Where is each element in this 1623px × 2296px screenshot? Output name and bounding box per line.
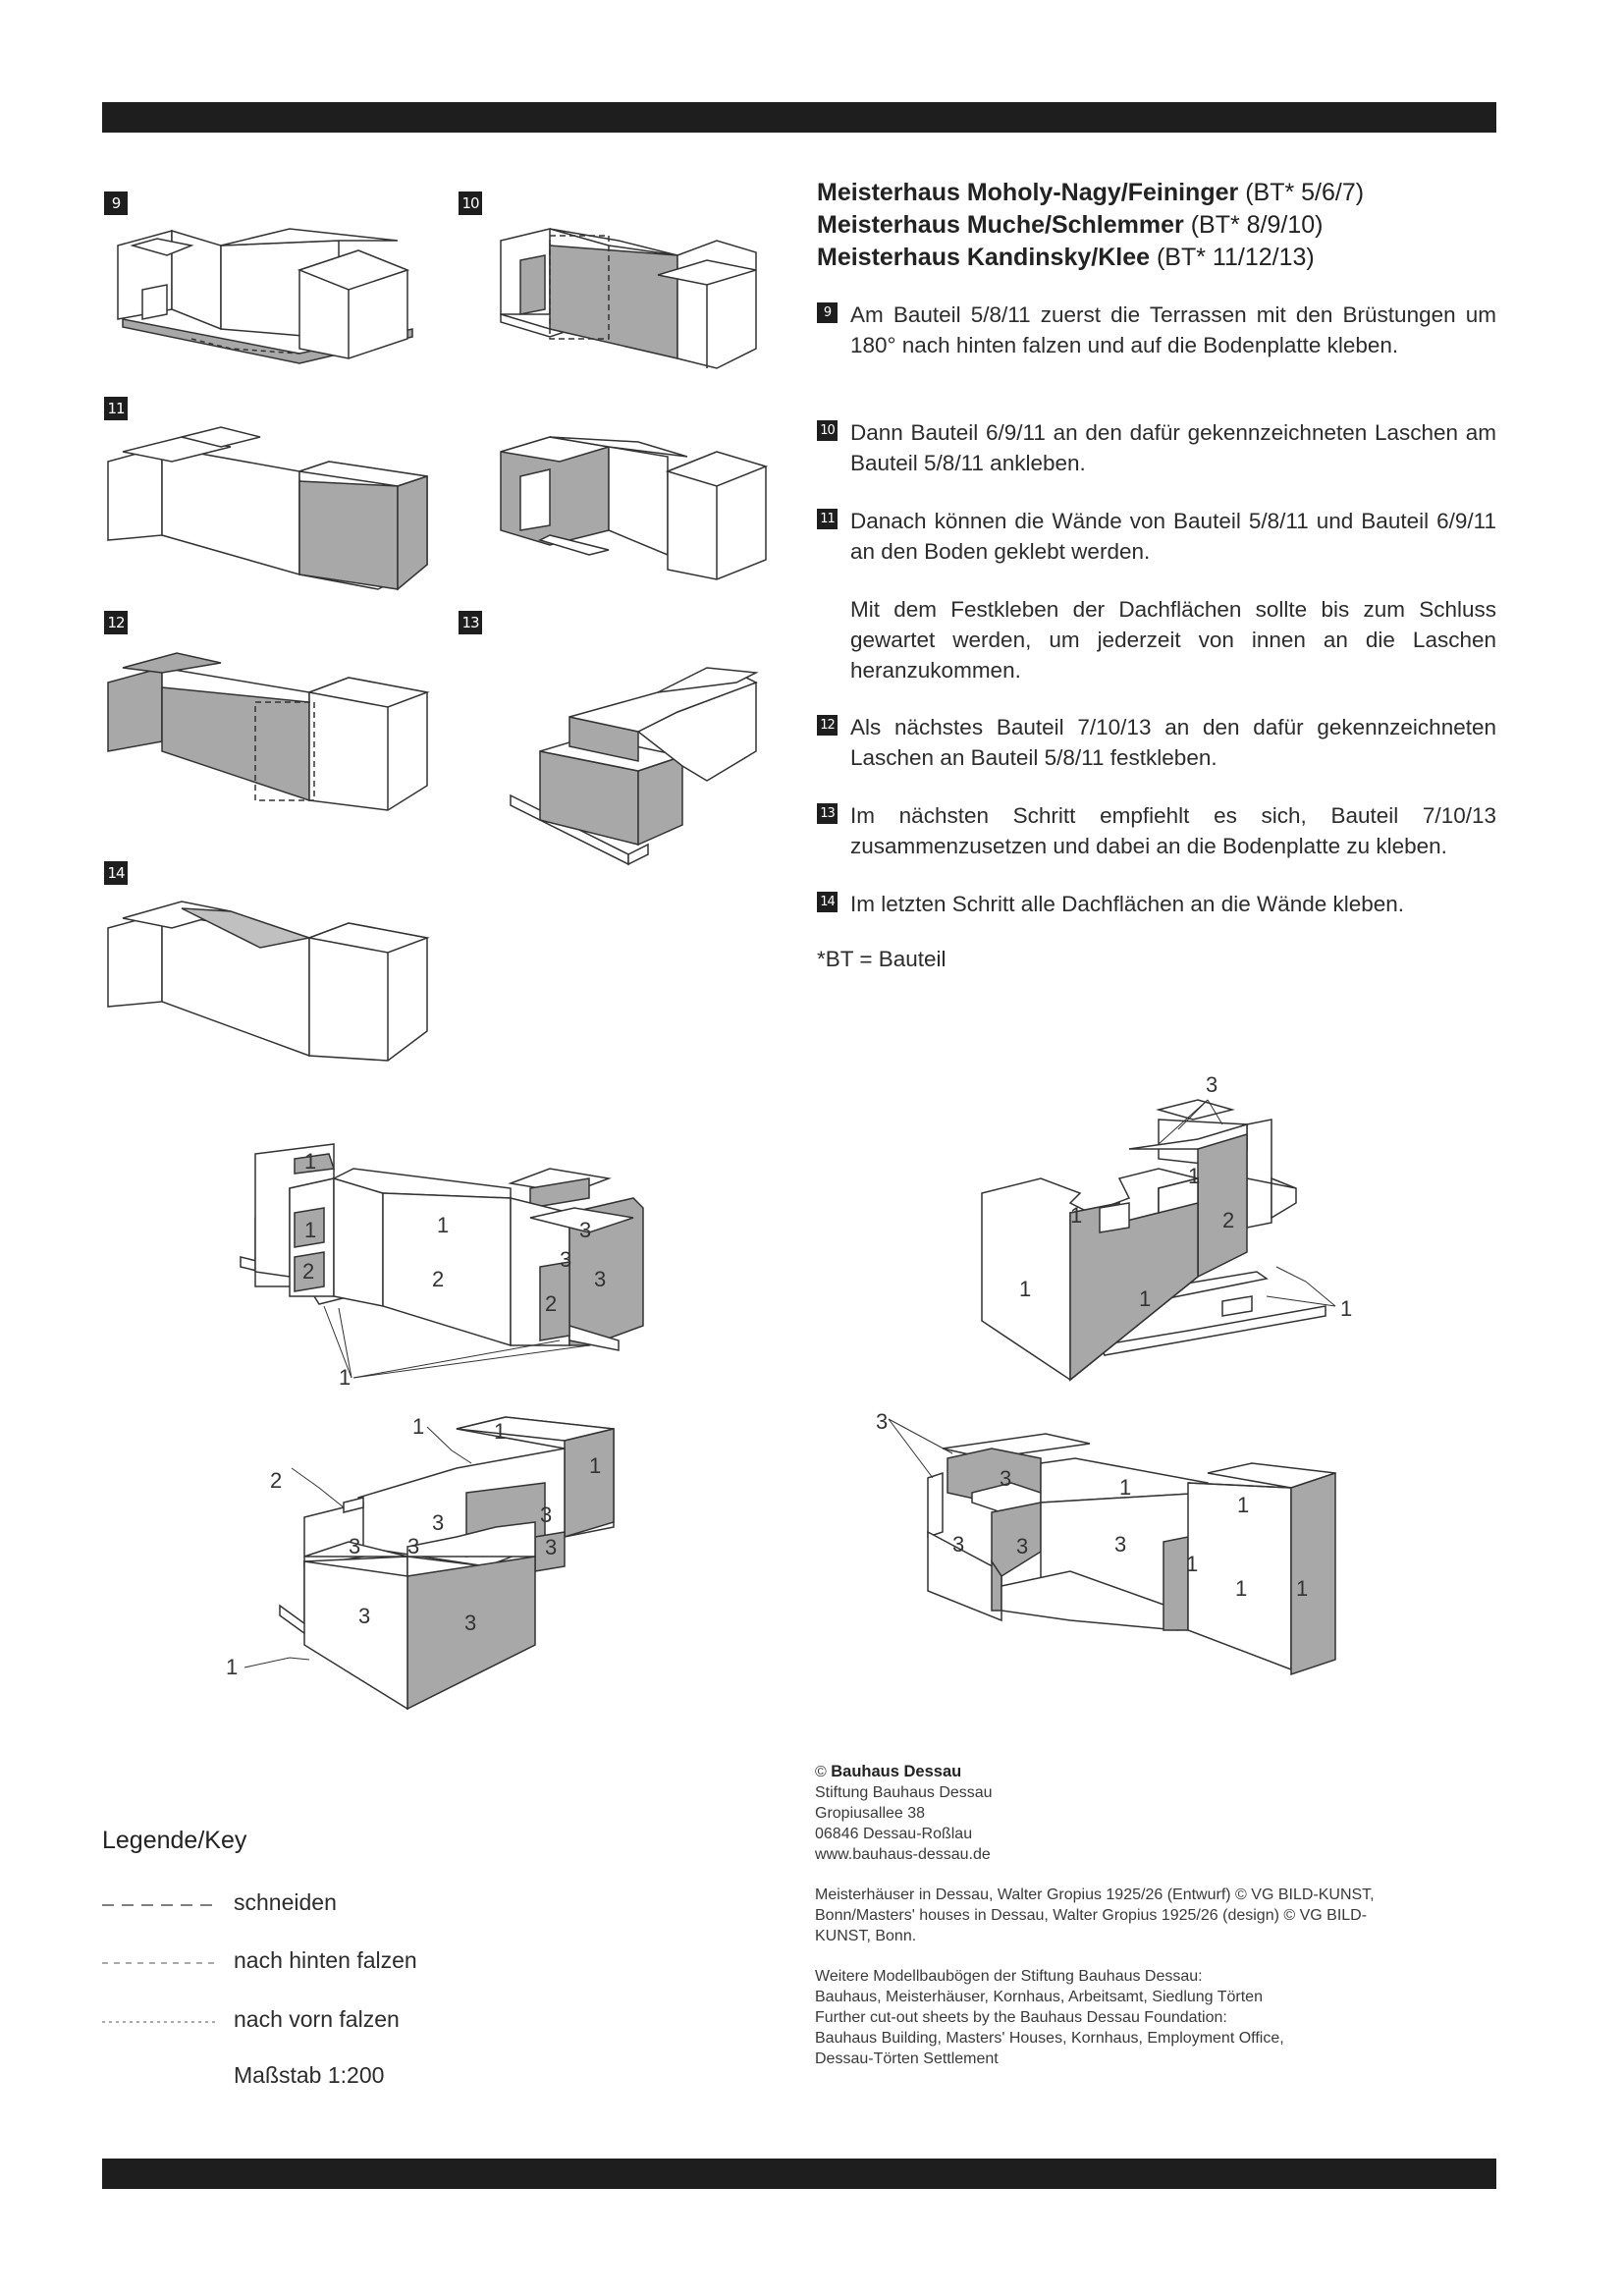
- scale-label: Maßstab 1:200: [234, 2062, 384, 2089]
- label-1d: 1: [339, 1365, 351, 1390]
- legend-title: Legende/Key: [102, 1827, 246, 1855]
- label-3b: 3: [540, 1503, 552, 1527]
- instruction-step-11: 11 Danach können die Wände von Bauteil 5…: [817, 506, 1496, 567]
- instruction-step-9: 9 Am Bauteil 5/8/11 zuerst die Terrassen…: [817, 300, 1496, 360]
- step-badge-11: 11: [817, 509, 838, 529]
- titles-block: Meisterhaus Moholy-Nagy/Feininger (BT* 5…: [817, 177, 1445, 274]
- footnote: *BT = Bauteil: [817, 947, 947, 972]
- label-1e: 1: [1340, 1296, 1352, 1321]
- fine-dashed-line-icon: [102, 1961, 218, 1965]
- label-1c: 1: [304, 1218, 316, 1242]
- label-1b: 1: [437, 1213, 449, 1237]
- label-1b: 1: [494, 1419, 506, 1444]
- label-1b: 1: [1070, 1203, 1082, 1228]
- label-1c: 1: [1019, 1277, 1031, 1301]
- label-3a: 3: [876, 1409, 888, 1434]
- address-line: Gropiusallee 38: [815, 1803, 1502, 1824]
- diagram-bottom-right: 3 3 1 3 3 3 1 1 1 1: [864, 1404, 1384, 1689]
- figure-step-9: [113, 221, 427, 388]
- label-3b: 3: [560, 1247, 571, 1272]
- figure-step-13: [511, 653, 776, 879]
- title-line-1: Meisterhaus Moholy-Nagy/Feininger (BT* 5…: [817, 177, 1445, 209]
- instruction-step-13: 13 Im nächsten Schritt empfiehlt es sich…: [817, 800, 1496, 861]
- label-3b: 3: [1000, 1466, 1011, 1491]
- label-2a: 2: [270, 1468, 282, 1493]
- dotted-line-icon: [102, 2020, 218, 2024]
- top-bar: [102, 102, 1496, 133]
- label-3c: 3: [545, 1535, 557, 1559]
- diagram-top-right: 3 1 1 2 1 1 1: [972, 1070, 1384, 1404]
- step-badge-10: 10: [817, 420, 838, 441]
- label-1e: 1: [1296, 1576, 1308, 1601]
- credits-block: © Bauhaus Dessau Stiftung Bauhaus Dessau…: [815, 1762, 1502, 2069]
- more-sheets-block: Weitere Modellbaubögen der Stiftung Bauh…: [815, 1966, 1502, 2069]
- label-1d: 1: [1139, 1286, 1151, 1311]
- label-1a: 1: [304, 1149, 316, 1174]
- title-line-3: Meisterhaus Kandinsky/Klee (BT* 11/12/13…: [817, 242, 1445, 274]
- label-3f: 3: [358, 1604, 370, 1628]
- label-3c: 3: [594, 1267, 606, 1291]
- label-1c: 1: [1237, 1493, 1249, 1517]
- instruction-note: Mit dem Festkleben der Dachflächen sollt…: [817, 594, 1496, 685]
- label-3d: 3: [349, 1534, 360, 1558]
- figure-badge-11: 11: [104, 397, 128, 420]
- dashed-line-icon: [102, 1903, 218, 1907]
- label-3g: 3: [464, 1611, 476, 1635]
- instruction-step-14: 14 Im letzten Schritt alle Dachflächen a…: [817, 889, 1496, 919]
- website-link[interactable]: www.bauhaus-dessau.de: [815, 1844, 1502, 1865]
- label-3e: 3: [1114, 1532, 1126, 1557]
- label-2a: 2: [302, 1259, 314, 1284]
- figure-badge-14: 14: [104, 861, 128, 885]
- label-2c: 2: [545, 1291, 557, 1316]
- diagram-bottom-left: 1 1 1 2 3 3 3 3 3 3 3 1: [211, 1409, 633, 1728]
- label-1c: 1: [589, 1453, 601, 1478]
- address-line: Stiftung Bauhaus Dessau: [815, 1782, 1502, 1803]
- label-3d: 3: [1016, 1534, 1028, 1558]
- step-badge-13: 13: [817, 803, 838, 824]
- step-badge-14: 14: [817, 892, 838, 912]
- title-line-2: Meisterhaus Muche/Schlemmer (BT* 8/9/10): [817, 209, 1445, 242]
- credits-brand-line: © Bauhaus Dessau: [815, 1762, 1502, 1782]
- instruction-step-12: 12 Als nächstes Bauteil 7/10/13 an den d…: [817, 712, 1496, 773]
- figure-badge-12: 12: [104, 611, 128, 634]
- figure-step-11-right: [491, 432, 785, 599]
- label-1d: 1: [226, 1655, 238, 1679]
- figure-badge-9: 9: [104, 191, 128, 215]
- label-1d: 1: [1235, 1576, 1247, 1601]
- label-3a: 3: [579, 1218, 591, 1242]
- label-1a: 1: [1119, 1475, 1131, 1500]
- figure-step-10: [491, 221, 785, 388]
- figure-step-12: [103, 648, 437, 825]
- figure-step-14: [103, 884, 437, 1070]
- diagram-top-left: 1 1 3 1 2 2 3 3 2 1: [236, 1139, 668, 1394]
- label-2b: 2: [432, 1267, 444, 1291]
- label-3: 3: [1206, 1072, 1217, 1097]
- label-1a: 1: [1188, 1164, 1200, 1188]
- instruction-step-10: 10 Dann Bauteil 6/9/11 an den dafür geke…: [817, 417, 1496, 478]
- rights-block: Meisterhäuser in Dessau, Walter Gropius …: [815, 1885, 1502, 1946]
- label-1a: 1: [412, 1414, 424, 1439]
- address-line: 06846 Dessau-Roßlau: [815, 1824, 1502, 1844]
- bottom-bar: [102, 2159, 1496, 2189]
- label-2: 2: [1222, 1208, 1234, 1232]
- step-badge-9: 9: [817, 302, 838, 323]
- figure-badge-13: 13: [459, 611, 482, 634]
- figure-badge-10: 10: [459, 191, 482, 215]
- label-3e: 3: [407, 1534, 419, 1558]
- label-3a: 3: [432, 1510, 444, 1535]
- step-badge-12: 12: [817, 715, 838, 736]
- label-3c: 3: [952, 1532, 964, 1557]
- label-1b: 1: [1186, 1552, 1198, 1576]
- figure-step-11: [103, 422, 437, 599]
